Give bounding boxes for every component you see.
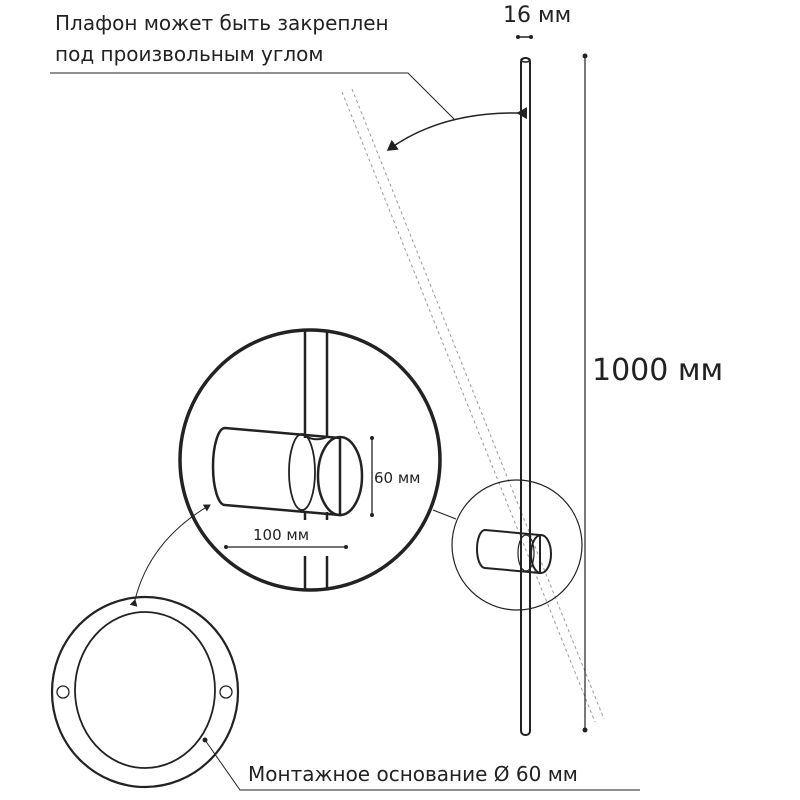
mount-detail-small	[451, 479, 583, 611]
height-dimension-line	[370, 436, 374, 517]
leader-dot	[202, 737, 208, 743]
rotation-arrow	[386, 107, 528, 151]
width-dimension-arrow	[516, 35, 533, 39]
lamp-rod	[520, 57, 531, 736]
depth-dimension-label: 100 мм	[253, 526, 309, 544]
angle-note-line1: Плафон может быть закреплен	[55, 11, 389, 35]
width-dimension-label: 16 мм	[503, 3, 571, 28]
height-dimension-label: 60 мм	[374, 469, 421, 487]
length-dimension-label: 1000 мм	[592, 353, 723, 388]
base-leader-line	[204, 739, 640, 791]
depth-dimension-line	[224, 545, 348, 549]
mount-detail-large	[178, 328, 442, 592]
note-leader-line	[50, 72, 456, 121]
detail-connector-line	[432, 509, 457, 520]
mounting-base	[50, 595, 240, 789]
screw-hole	[219, 685, 233, 699]
screw-hole	[56, 685, 70, 699]
base-link-arrow	[129, 504, 211, 607]
length-dimension-line	[582, 53, 588, 733]
angle-note-line2: под произвольным углом	[55, 42, 324, 66]
base-note-label: Монтажное основание Ø 60 мм	[248, 762, 578, 786]
tilted-rod-ghost	[341, 88, 605, 723]
